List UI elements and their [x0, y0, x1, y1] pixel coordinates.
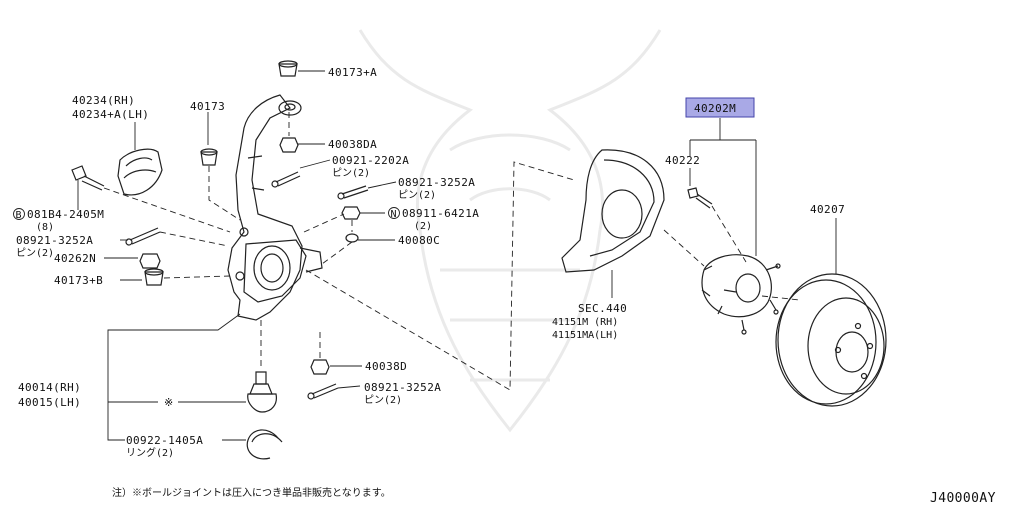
watermark-emblem — [358, 29, 662, 433]
bolt-081b4 — [71, 165, 231, 233]
label-00921[interactable]: 00921-2202A — [332, 154, 409, 167]
leader-40014: ※ — [107, 313, 246, 441]
label-40202m[interactable]: 40202M — [694, 102, 736, 115]
label-40262n[interactable]: 40262N — [54, 252, 96, 265]
label-08921-low[interactable]: 08921-3252A — [364, 381, 441, 394]
b-marker-circle — [13, 208, 25, 220]
label-40015[interactable]: 40015(LH) — [18, 396, 81, 409]
label-40173[interactable]: 40173 — [190, 100, 225, 113]
backing-plate-41151m — [561, 149, 665, 298]
label-40173a[interactable]: 40173+A — [328, 66, 377, 79]
label-00922[interactable]: 00922-1405A — [126, 434, 203, 447]
label-00922-sub: リング(2) — [126, 446, 174, 459]
label-41151ma[interactable]: 41151MA(LH) — [552, 330, 618, 341]
brake-rotor-40207 — [775, 218, 887, 407]
nut-40038da — [279, 112, 325, 153]
label-41151m[interactable]: 41151M (RH) — [552, 317, 618, 328]
label-00921-sub: ピン(2) — [332, 167, 370, 179]
bushing-ring-upper — [278, 100, 302, 116]
label-40014[interactable]: 40014(RH) — [18, 381, 81, 394]
leader-knuckle-upper — [303, 213, 345, 233]
label-40173b[interactable]: 40173+B — [54, 274, 103, 287]
label-08911-sub: (2) — [414, 221, 432, 232]
nut-08911 — [341, 206, 385, 220]
n-marker: N — [391, 209, 397, 220]
label-081b4-sub: (8) — [36, 222, 54, 233]
cotter-pin-08921-left — [120, 227, 229, 247]
label-08921-left-sub: ピン(2) — [16, 247, 54, 259]
label-40038da[interactable]: 40038DA — [328, 138, 377, 151]
washer-40080c — [321, 220, 395, 265]
label-08921-mid[interactable]: 08921-3252A — [398, 176, 475, 189]
label-40234-rh[interactable]: 40234(RH) — [72, 94, 135, 107]
snap-ring-00922 — [246, 429, 283, 460]
nut-40262n — [104, 253, 161, 269]
label-40234-lh[interactable]: 40234+A(LH) — [72, 108, 149, 121]
bushing-40173 — [200, 112, 241, 221]
cotter-pin-08921-mid — [337, 181, 397, 200]
part-labels: 40173+A 40234(RH) 40234+A(LH) 40173 4003… — [13, 66, 845, 459]
n-marker-circle — [388, 207, 400, 219]
label-08911[interactable]: 08911-6421A — [402, 207, 479, 220]
label-081b4[interactable]: 081B4-2405M — [27, 208, 104, 221]
asterisk-marker: ※ — [164, 396, 174, 409]
label-sec440[interactable]: SEC.440 — [578, 302, 627, 315]
dust-cover-40234 — [117, 122, 163, 196]
footnote: 注）※ボールジョイントは圧入につき単品非販売となります。 — [112, 486, 391, 499]
cotter-pin-08921-low — [307, 383, 361, 400]
highlight-box-40202m — [685, 97, 755, 118]
leader-knuckle-hub — [305, 161, 575, 391]
ball-joint-40014 — [247, 320, 277, 413]
cotter-pin-00921 — [271, 159, 331, 188]
diagram-id: J40000AY — [930, 491, 996, 506]
label-40038d[interactable]: 40038D — [365, 360, 407, 373]
label-40080c[interactable]: 40080C — [398, 234, 440, 247]
label-40222[interactable]: 40222 — [665, 154, 700, 167]
steering-knuckle — [227, 94, 323, 321]
label-08921-left[interactable]: 08921-3252A — [16, 234, 93, 247]
bushing-40173a — [278, 60, 325, 77]
hub-bolt-40222 — [687, 168, 747, 263]
b-marker: B — [16, 210, 22, 221]
label-40207[interactable]: 40207 — [810, 203, 845, 216]
hub-assembly-40202m — [663, 118, 801, 335]
label-08921-mid-sub: ピン(2) — [398, 189, 436, 201]
bushing-40173b — [120, 268, 231, 286]
nut-40038d — [310, 332, 362, 375]
label-08921-low-sub: ピン(2) — [364, 394, 402, 406]
